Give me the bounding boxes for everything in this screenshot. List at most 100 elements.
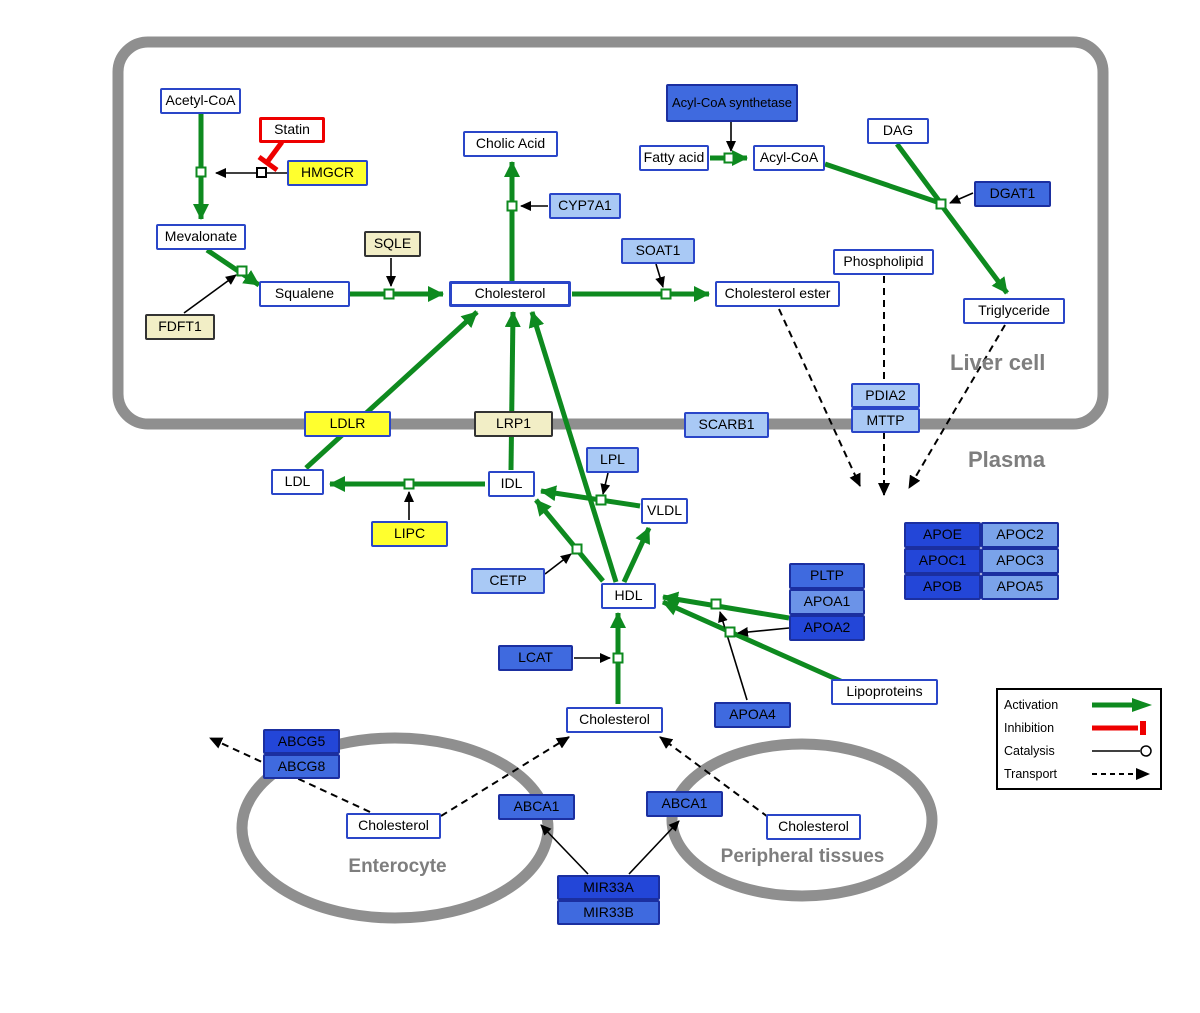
plasma-label: Plasma — [968, 447, 1046, 472]
node-cholesterol-peripheral[interactable]: Cholesterol — [766, 814, 861, 840]
node-cholesterol-plasma[interactable]: Cholesterol — [566, 707, 663, 733]
node-idl[interactable]: IDL — [488, 471, 535, 497]
activation-edge — [894, 142, 943, 204]
node-pltp[interactable]: PLTP — [789, 563, 865, 589]
node-hdl[interactable]: HDL — [601, 583, 656, 609]
activation-edge — [205, 247, 261, 288]
inhibition-edge — [257, 140, 285, 173]
legend-row-catalysis: Catalysis — [1004, 741, 1154, 761]
node-fatty-acid[interactable]: Fatty acid — [639, 145, 709, 171]
activation-edge — [662, 591, 790, 621]
node-fdft1[interactable]: FDFT1 — [145, 314, 215, 340]
legend-activation-label: Activation — [1004, 697, 1059, 712]
node-apob[interactable]: APOB — [904, 574, 981, 600]
inhibition-tbar-icon — [1092, 720, 1146, 735]
catalysis-circle-icon — [1092, 744, 1152, 757]
legend-row-activation: Activation — [1004, 695, 1154, 715]
node-dgat1[interactable]: DGAT1 — [974, 181, 1051, 207]
node-ldlr[interactable]: LDLR — [304, 411, 391, 437]
activation-edge — [621, 526, 652, 584]
activation-edge — [304, 310, 479, 470]
liver-cell-label: Liver cell — [950, 350, 1046, 375]
node-apoa4[interactable]: APOA4 — [714, 702, 791, 728]
node-dag[interactable]: DAG — [867, 118, 929, 144]
node-lpl[interactable]: LPL — [586, 447, 639, 473]
node-cetp[interactable]: CETP — [471, 568, 545, 594]
node-lrp1[interactable]: LRP1 — [474, 411, 553, 437]
peripheral-tissues-label: Peripheral tissues — [720, 846, 885, 867]
catalysis-edge — [544, 553, 572, 575]
legend-inhibition-label: Inhibition — [1004, 720, 1055, 735]
mir33-arrow — [628, 820, 680, 875]
catalysis-edge — [655, 263, 665, 288]
transport-edge — [778, 308, 861, 487]
activation-arrow-icon — [1092, 697, 1152, 712]
node-apoa5[interactable]: APOA5 — [981, 574, 1059, 600]
activation-edge — [534, 498, 605, 583]
catalysis-node — [256, 167, 267, 178]
legend-row-inhibition: Inhibition — [1004, 718, 1154, 738]
node-vldl[interactable]: VLDL — [641, 498, 688, 524]
node-cholesterol-enterocyte[interactable]: Cholesterol — [346, 813, 441, 839]
catalysis-edge — [718, 611, 748, 701]
transport-edge — [659, 736, 769, 818]
node-abca1-peripheral[interactable]: ABCA1 — [646, 791, 723, 817]
reaction-nodes — [195, 152, 947, 664]
node-scarb1[interactable]: SCARB1 — [684, 412, 769, 438]
transport-edge — [908, 324, 1006, 489]
node-abcg8[interactable]: ABCG8 — [263, 754, 340, 779]
legend-row-transport: Transport — [1004, 764, 1154, 784]
node-mttp[interactable]: MTTP — [851, 408, 920, 433]
enterocyte-label: Enterocyte — [348, 856, 447, 877]
transport-dashed-arrow-icon — [1092, 767, 1150, 780]
node-apoc3[interactable]: APOC3 — [981, 548, 1059, 574]
catalysis-edge — [737, 627, 790, 638]
activation-edge — [824, 161, 941, 206]
node-abcg5[interactable]: ABCG5 — [263, 729, 340, 754]
node-statin[interactable]: Statin — [259, 117, 325, 143]
node-ldl[interactable]: LDL — [271, 469, 324, 495]
node-acyl-coa-synthetase[interactable]: Acyl-CoA synthetase — [666, 84, 798, 122]
legend: Activation Inhibition Catalysis Transpor… — [996, 688, 1162, 790]
catalysis-edge — [949, 192, 974, 204]
node-soat1[interactable]: SOAT1 — [621, 238, 695, 264]
node-abca1-enterocyte[interactable]: ABCA1 — [498, 794, 575, 820]
node-hmgcr[interactable]: HMGCR — [287, 160, 368, 186]
catalysis-edge — [183, 274, 237, 314]
node-cholesterol-liver[interactable]: Cholesterol — [449, 281, 571, 307]
node-acyl-coa[interactable]: Acyl-CoA — [753, 145, 825, 171]
node-cholic-acid[interactable]: Cholic Acid — [463, 131, 558, 157]
activation-edge — [504, 311, 521, 471]
peripheral-tissues-membrane — [666, 738, 938, 902]
catalysis-edge — [600, 472, 611, 495]
node-apoa1[interactable]: APOA1 — [789, 589, 865, 615]
node-mir33b[interactable]: MIR33B — [557, 900, 660, 925]
node-mir33a[interactable]: MIR33A — [557, 875, 660, 900]
node-acetyl-coa[interactable]: Acetyl-CoA — [160, 88, 241, 114]
activation-edge — [540, 485, 641, 509]
node-squalene[interactable]: Squalene — [259, 281, 350, 307]
activation-edge — [939, 204, 1010, 295]
node-cholesterol-ester[interactable]: Cholesterol ester — [715, 281, 840, 307]
transport-edge — [440, 736, 570, 817]
liver-cell-membrane — [112, 36, 1109, 430]
activation-edge — [661, 599, 847, 686]
node-sqle[interactable]: SQLE — [364, 231, 421, 257]
node-mevalonate[interactable]: Mevalonate — [156, 224, 246, 250]
node-lcat[interactable]: LCAT — [498, 645, 573, 671]
node-phospholipid[interactable]: Phospholipid — [833, 249, 934, 275]
node-pdia2[interactable]: PDIA2 — [851, 383, 920, 408]
node-lipoproteins[interactable]: Lipoproteins — [831, 679, 938, 705]
mir33-arrow — [540, 824, 589, 875]
legend-transport-label: Transport — [1004, 766, 1058, 781]
node-apoa2[interactable]: APOA2 — [789, 615, 865, 641]
node-lipc[interactable]: LIPC — [371, 521, 448, 547]
node-cyp7a1[interactable]: CYP7A1 — [549, 193, 621, 219]
node-triglyceride[interactable]: Triglyceride — [963, 298, 1065, 324]
node-apoc1[interactable]: APOC1 — [904, 548, 981, 574]
activation-edge — [528, 311, 619, 583]
node-apoc2[interactable]: APOC2 — [981, 522, 1059, 548]
node-apoe[interactable]: APOE — [904, 522, 981, 548]
